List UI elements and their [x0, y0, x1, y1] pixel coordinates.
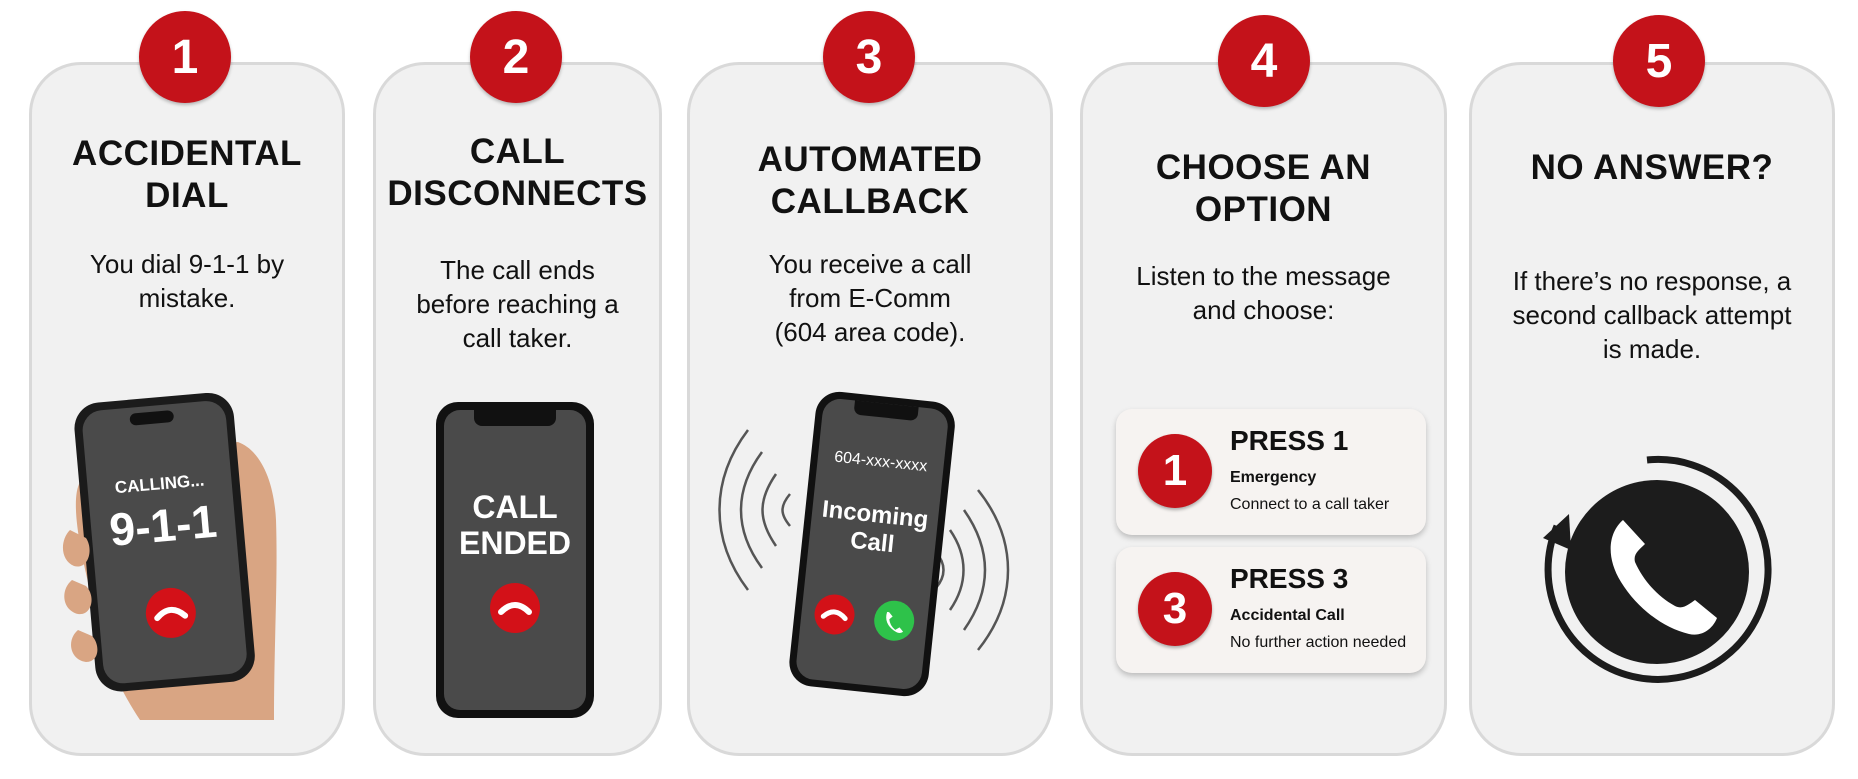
option-card-press-1: 1 PRESS 1 Emergency Connect to a call ta…: [1116, 409, 1426, 535]
hand-holding-phone-calling-icon: CALLING... 9-1-1: [62, 392, 277, 720]
option-press-label: PRESS 3: [1230, 563, 1349, 594]
step-title: CHOOSE AN OPTION: [1155, 148, 1372, 229]
step-description: If there’s no response, a second callbac…: [1512, 266, 1792, 364]
option-card-press-3: 3 PRESS 3 Accidental Call No further act…: [1116, 547, 1426, 673]
step-description: You receive a call from E-Comm (604 area…: [768, 249, 972, 347]
call-ended-text-1: CALL: [472, 489, 557, 525]
option-detail: No further action needed: [1230, 634, 1407, 651]
option-title: Accidental Call: [1230, 607, 1345, 624]
ringing-phone-icon: 604-xxx-xxxx Incoming Call: [718, 391, 1010, 697]
step-badge-2: 2: [470, 11, 562, 103]
step-description: You dial 9-1-1 by mistake.: [89, 249, 285, 313]
step-description: The call ends before reaching a call tak…: [416, 255, 619, 353]
option-number-badge: 3: [1138, 572, 1212, 646]
step-title: CALL DISCONNECTS: [387, 132, 648, 213]
step-description: Listen to the message and choose:: [1136, 261, 1391, 325]
option-number-badge: 1: [1138, 434, 1212, 508]
step-badge-5: 5: [1613, 15, 1705, 107]
phone-call-ended-icon: CALL ENDED: [436, 402, 594, 718]
step-title: ACCIDENTAL DIAL: [72, 134, 302, 215]
option-press-label: PRESS 1: [1230, 425, 1349, 456]
step-badge-1: 1: [139, 11, 231, 103]
step-title: AUTOMATED CALLBACK: [757, 140, 983, 221]
call-ended-text-2: ENDED: [459, 525, 571, 561]
step-title: NO ANSWER?: [1530, 148, 1774, 187]
phone-number-text: 9-1-1: [107, 495, 219, 556]
option-title: Emergency: [1230, 469, 1317, 486]
step-badge-4: 4: [1218, 15, 1310, 107]
answer-button: [874, 600, 915, 641]
option-detail: Connect to a call taker: [1230, 496, 1390, 513]
step-badge-3: 3: [823, 11, 915, 103]
phone-callback-retry-icon: [1543, 455, 1772, 683]
incoming-call-text-2: Call: [849, 527, 896, 558]
